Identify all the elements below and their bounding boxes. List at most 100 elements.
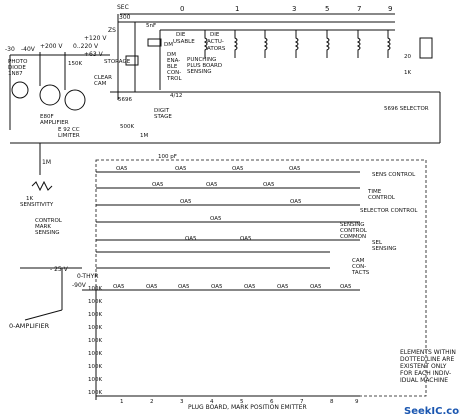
dm-enable-label: CON- — [167, 70, 181, 76]
resistor-label: 100K — [88, 390, 102, 396]
stage-divider-label: 4/12 — [170, 93, 182, 99]
punching-label: PUNCHING — [187, 57, 216, 63]
5nf-label: 5nF — [146, 23, 156, 29]
v90-label: -90V — [72, 282, 87, 289]
oa5-label: OA5 — [211, 284, 223, 290]
v120-label: +120 V — [84, 35, 107, 42]
control-mark-label: SENSING — [35, 230, 60, 236]
resistor-label: 100K — [88, 364, 102, 370]
control-mark-label: CONTROL — [35, 218, 63, 224]
sensing-control-label: COMMON — [340, 234, 366, 240]
plug-board-label: PLUG BOARD, MARK POSITION EMITTER — [188, 404, 307, 411]
column-number: 7 — [357, 5, 361, 13]
die-usable-label: USABLE — [173, 39, 195, 45]
clear-cam-label: CLEAR — [94, 75, 112, 81]
oa5-label: OA5 — [244, 284, 256, 290]
bottom-number: 9 — [355, 399, 359, 405]
column-numbers: 0 1 3 5 7 9 — [180, 5, 392, 13]
resistor-label: 100K — [88, 338, 102, 344]
oa5-label: OA5 — [180, 199, 192, 205]
v220-label: 0..220 V — [73, 43, 99, 50]
lbl-1k: 1K — [404, 70, 411, 76]
cam-contacts-label: TACTS — [351, 270, 370, 276]
resistor-ladder: 100K 100K 100K 100K 100K 100K 100K 100K … — [88, 285, 102, 400]
digit-stage-label: STAGE — [154, 114, 172, 120]
tube-stages: 5696 500K 4/12 DIGIT STAGE 5696 SELECTOR… — [110, 37, 441, 160]
capacitor-label: 100 pF — [158, 154, 177, 160]
stage-resistor-label: 500K — [120, 124, 134, 130]
die-usable-label: DIE — [176, 32, 186, 38]
digit-stage-label: DIGIT — [154, 108, 170, 114]
bottom-number: 4 — [210, 399, 214, 405]
sel-sensing-label: SEL — [372, 240, 383, 246]
punching-label: PLUS BOARD — [187, 63, 222, 69]
sensitivity-label: SENSITIVITY — [20, 202, 54, 208]
lbl-20: 20 — [404, 54, 411, 60]
note-line: DOTTED LINE ARE — [400, 356, 454, 363]
control-mark-label: MARK — [35, 224, 51, 230]
k150-label: 150K — [68, 61, 82, 67]
oa5-label: OA5 — [310, 284, 322, 290]
photo-diode-label: DIODE — [8, 65, 26, 71]
stage-1m-label: 1M — [140, 133, 148, 139]
oa5-label: OA5 — [113, 284, 125, 290]
limiter-label: E 92 CC — [58, 127, 80, 133]
resistor-label: 100K — [88, 351, 102, 357]
oa5-label: OA5 — [289, 166, 301, 172]
tube-type-label: 5696 — [118, 97, 132, 103]
clear-cam-label: CAM — [94, 81, 107, 87]
top-bus — [118, 13, 395, 58]
oa5-label: OA5 — [146, 284, 158, 290]
dm-enable-label: TROL — [166, 76, 183, 82]
amplifier-label: E80F — [40, 114, 54, 120]
note-line: ELEMENTS WITHIN — [400, 349, 456, 356]
e80f-tube — [39, 84, 61, 106]
v200-label: +200 V — [40, 43, 63, 50]
left-supply-area: -30 -40V +200 V 0..220 V +120 V +63 V PH… — [5, 35, 110, 330]
sec-label: SEC — [117, 4, 129, 11]
die-actuators-label: DIE — [210, 32, 220, 38]
resistor-label: 100K — [88, 286, 102, 292]
note-line: EXISTENT ONLY — [400, 363, 447, 370]
dm-relay — [147, 38, 162, 47]
oa5-label: OA5 — [263, 182, 275, 188]
thyr-label: 0-THYR — [77, 273, 98, 280]
bottom-number: 5 — [240, 399, 244, 405]
storage-relay — [125, 55, 139, 66]
storage-label: STORAGE — [104, 59, 131, 65]
zs-label: ZS — [108, 27, 116, 34]
note-line: FOR EACH INDIV- — [400, 370, 451, 377]
sens-control-label: SENS CONTROL — [372, 172, 416, 178]
sel-sensing-label: SENSING — [372, 246, 397, 252]
dm-label: DM — [164, 42, 173, 48]
sensitivity-label: 1K — [26, 196, 33, 202]
photo-diode-label: PHOTO — [8, 59, 28, 65]
time-control-label: CONTROL — [368, 195, 396, 201]
1m-label: 1M — [42, 159, 51, 166]
oa5-label: OA5 — [152, 182, 164, 188]
oa5-label: OA5 — [240, 236, 252, 242]
resistor-label: 100K — [88, 377, 102, 383]
v40-label: -40V — [21, 46, 36, 53]
time-control-label: TIME — [367, 189, 382, 195]
v25-label: - 25 V — [50, 266, 69, 273]
plug-board: PLUG BOARD, MARK POSITION EMITTER 1 2 3 … — [96, 395, 360, 411]
dm-enable-label: BLE — [167, 64, 178, 70]
column-number: 0 — [180, 5, 184, 13]
selector-control-label: SELECTOR CONTROL — [360, 208, 418, 214]
watermark-text: SeekIC.com — [404, 406, 460, 417]
column-number: 9 — [388, 5, 392, 13]
dotted-line-note: ELEMENTS WITHIN DOTTED LINE ARE EXISTENT… — [400, 349, 456, 384]
oa5-label: OA5 — [232, 166, 244, 172]
oa5-label: OA5 — [290, 199, 302, 205]
cam-contacts-label: CON- — [352, 264, 366, 270]
oa5-label: OA5 — [185, 236, 197, 242]
column-number: 5 — [325, 5, 329, 13]
bottom-number: 1 — [120, 399, 124, 405]
e92cc-tube — [64, 89, 86, 111]
oa5-label: OA5 — [175, 166, 187, 172]
v300-label: 300 — [119, 14, 131, 21]
selector-relay — [419, 37, 433, 59]
bottom-number: 7 — [300, 399, 304, 405]
